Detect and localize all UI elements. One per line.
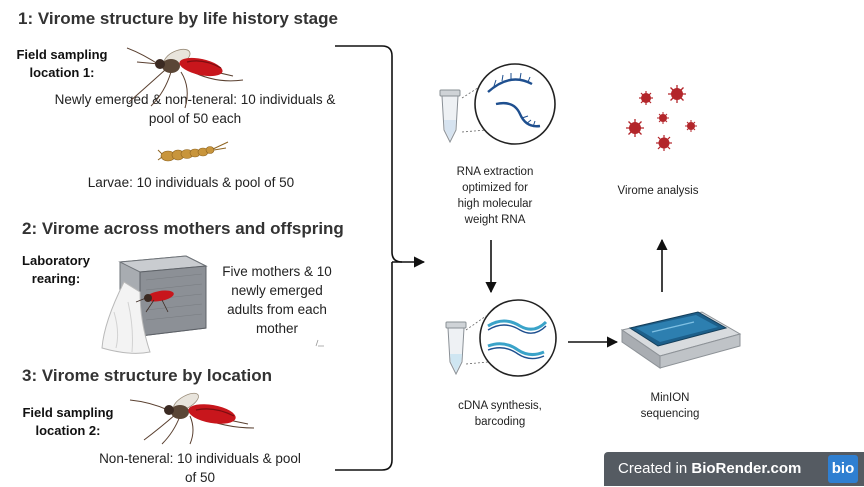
laboratory-rearing-label: Laboratory rearing: bbox=[22, 253, 90, 286]
virus-cluster bbox=[626, 85, 697, 151]
cdna-zoom-line bbox=[465, 315, 489, 365]
merge-bracket bbox=[335, 45, 426, 471]
field-sampling-label-1: Field sampling location 1: bbox=[16, 47, 108, 80]
biorender-badge-text[interactable]: Created in BioRender.com bbox=[618, 460, 802, 477]
section-3-title: 3: Virome structure by location bbox=[22, 366, 273, 385]
section-1-title: 1: Virome structure by life history stag… bbox=[18, 9, 338, 28]
field-sampling-label-2: Field sampling location 2: bbox=[22, 405, 114, 438]
adults-sample-description: Newly emerged & non-teneral: 10 individu… bbox=[54, 92, 336, 126]
larva bbox=[157, 141, 229, 162]
rearing-description: Five mothers & 10 newly emerged adults f… bbox=[222, 264, 332, 336]
biorender-badge[interactable] bbox=[604, 452, 864, 486]
rearing-cage bbox=[101, 255, 208, 354]
larvae-sample-description: Larvae: 10 individuals & pool of 50 bbox=[87, 175, 295, 190]
mosquito-adult-2 bbox=[129, 392, 255, 445]
mosquito-adult-1 bbox=[126, 47, 244, 109]
minion-device-icon bbox=[620, 311, 742, 369]
small-mosquito-mark bbox=[315, 339, 324, 347]
rna-magnifier bbox=[474, 63, 556, 145]
rna-extraction-label: RNA extraction optimized for high molecu… bbox=[456, 166, 534, 226]
cdna-synthesis-label: cDNA synthesis, barcoding bbox=[458, 400, 542, 428]
location2-sample-description: Non-teneral: 10 individuals & pool of 50 bbox=[99, 451, 301, 485]
section-2-title: 2: Virome across mothers and offspring bbox=[22, 219, 344, 238]
minion-sequencing-label: MinION sequencing bbox=[640, 392, 700, 420]
biorender-logo-icon[interactable]: bio bbox=[828, 455, 858, 483]
cdna-magnifier bbox=[479, 299, 557, 377]
rna-tube-icon bbox=[439, 89, 461, 144]
cdna-tube-icon bbox=[445, 321, 467, 376]
virome-analysis-label: Virome analysis bbox=[617, 185, 699, 197]
